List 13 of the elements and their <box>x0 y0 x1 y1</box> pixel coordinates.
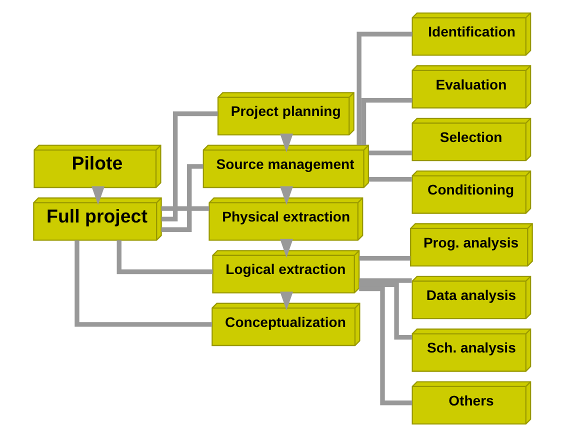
connector <box>359 278 412 283</box>
connector <box>368 176 412 182</box>
connector <box>359 256 410 261</box>
connector <box>359 282 412 340</box>
connector <box>161 164 204 232</box>
connector <box>116 240 213 274</box>
connector <box>74 240 212 327</box>
connector <box>361 98 412 146</box>
connector <box>161 206 210 211</box>
connector <box>368 150 412 156</box>
connector <box>359 286 412 406</box>
connector <box>161 111 218 222</box>
connector <box>356 32 412 146</box>
